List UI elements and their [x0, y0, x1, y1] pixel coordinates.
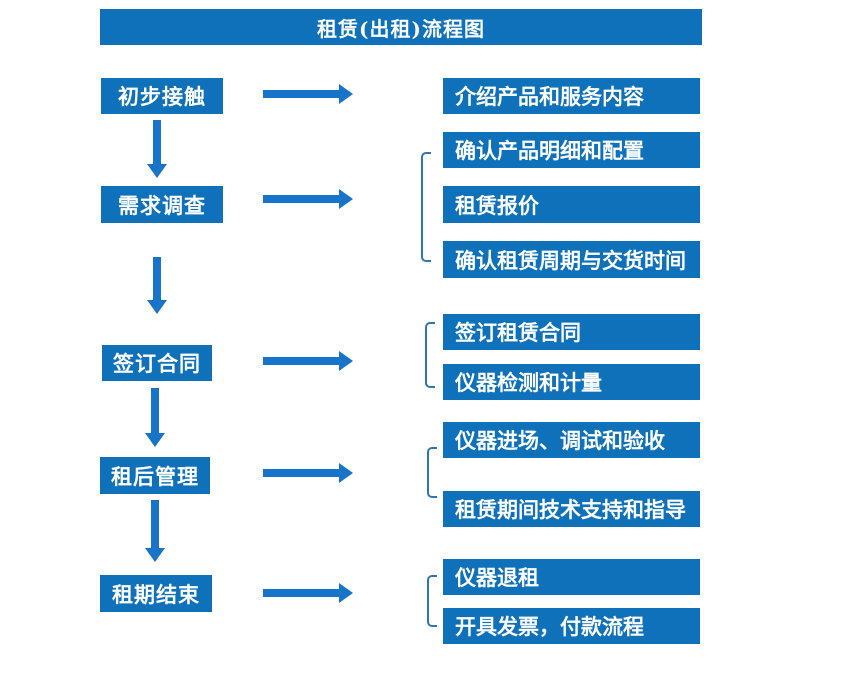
down-arrow-3	[145, 388, 165, 447]
right-arrow-3	[263, 351, 353, 371]
detail-box-4-2: 租赁期间技术支持和指导	[443, 491, 700, 527]
page-title: 租赁(出租)流程图	[100, 9, 702, 45]
right-arrow-shaft	[263, 90, 340, 98]
down-arrow-2	[147, 257, 167, 314]
right-arrow-shaft	[263, 469, 340, 477]
down-arrow-head	[147, 300, 167, 314]
step-box-4: 租后管理	[100, 457, 210, 494]
group-bracket-5	[427, 575, 437, 627]
right-arrow-shaft	[263, 589, 340, 597]
right-arrow-2	[263, 189, 353, 209]
step-box-3: 签订合同	[102, 345, 212, 381]
right-arrow-head	[339, 583, 353, 603]
right-arrow-5	[263, 583, 353, 603]
down-arrow-shaft	[151, 500, 159, 549]
right-arrow-shaft	[263, 195, 340, 203]
down-arrow-4	[145, 500, 165, 562]
step-box-2: 需求调查	[101, 186, 223, 223]
group-bracket-4	[427, 447, 437, 498]
down-arrow-1	[147, 120, 167, 178]
down-arrow-shaft	[151, 388, 159, 434]
detail-box-2-1: 确认产品明细和配置	[443, 132, 700, 168]
step-box-1: 初步接触	[101, 78, 223, 114]
right-arrow-head	[339, 463, 353, 483]
detail-box-5-1: 仪器退租	[443, 559, 700, 595]
down-arrow-head	[145, 433, 165, 447]
down-arrow-shaft	[153, 257, 161, 301]
group-bracket-3	[425, 322, 435, 388]
right-arrow-4	[263, 463, 353, 483]
right-arrow-head	[339, 351, 353, 371]
right-arrow-1	[263, 84, 353, 104]
detail-box-3-1: 签订租赁合同	[443, 314, 700, 350]
detail-box-2-3: 确认租赁周期与交货时间	[443, 241, 700, 278]
right-arrow-shaft	[263, 357, 340, 365]
step-box-5: 租期结束	[100, 575, 212, 612]
down-arrow-head	[147, 164, 167, 178]
right-arrow-head	[339, 189, 353, 209]
detail-box-1-1: 介绍产品和服务内容	[443, 78, 700, 114]
down-arrow-shaft	[153, 120, 161, 165]
right-arrow-head	[339, 84, 353, 104]
detail-box-4-1: 仪器进场、调试和验收	[443, 422, 700, 458]
detail-box-3-2: 仪器检测和计量	[443, 364, 700, 400]
detail-box-5-2: 开具发票，付款流程	[443, 608, 700, 644]
down-arrow-head	[145, 548, 165, 562]
group-bracket-2	[421, 152, 431, 262]
detail-box-2-2: 租赁报价	[443, 186, 700, 223]
